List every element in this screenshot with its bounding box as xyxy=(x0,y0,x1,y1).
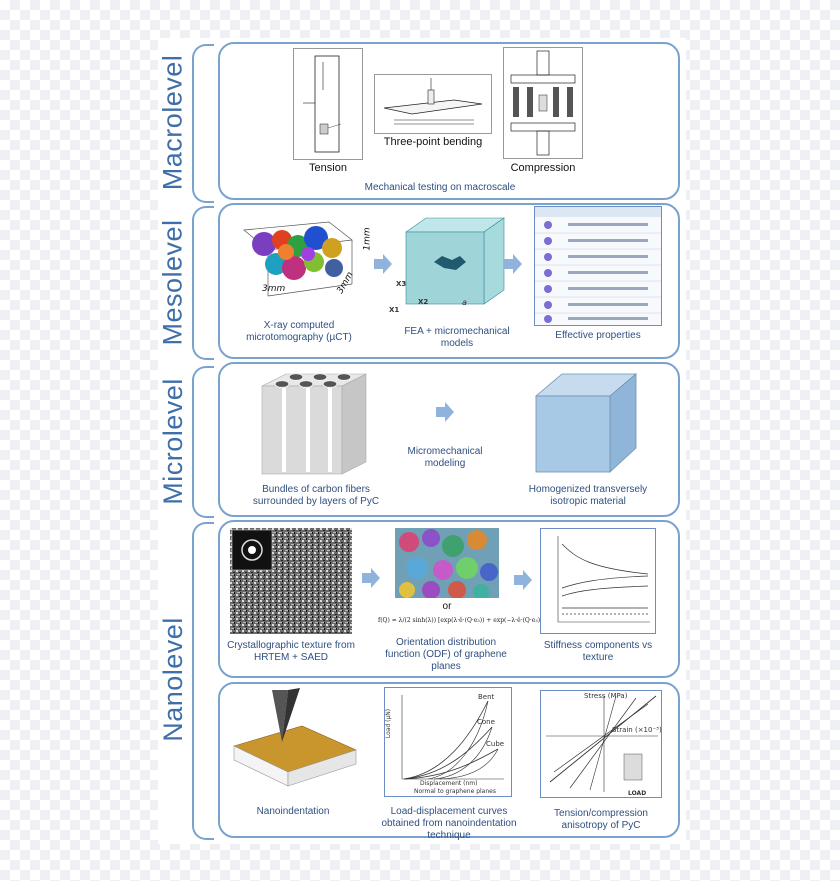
tension-specimen-figure xyxy=(293,48,363,160)
nano-arrow-2 xyxy=(514,570,532,590)
anisotropy-caption: Tension/compression anisotropy of PyC xyxy=(554,808,648,831)
load-label: LOAD xyxy=(628,790,647,797)
nanolevel-bracket xyxy=(192,522,214,840)
compression-fixture-figure xyxy=(503,47,583,159)
fea-mesh-cube-figure xyxy=(405,217,505,305)
compression-label: Compression xyxy=(510,162,576,174)
odf-caption: Orientation distribution function (ODF) … xyxy=(385,637,507,672)
mesolevel-bracket xyxy=(192,206,214,360)
strain-axis-label: Strain (×10⁻³) xyxy=(612,726,662,734)
stiffness-caption: Stiffness components vs texture xyxy=(543,640,653,663)
mesolevel-text: Mesolevel xyxy=(157,218,188,346)
axis-x3: X3 xyxy=(396,280,407,288)
ld-sublabel: Normal to graphene planes xyxy=(414,788,496,795)
dim-3mm-front: 3mm xyxy=(262,284,286,294)
nano-arrow-1 xyxy=(362,568,380,588)
macrolevel-bracket xyxy=(192,44,214,203)
curve-bent-label: Bent xyxy=(478,693,495,701)
meso-arrow-2 xyxy=(504,254,522,274)
tension-compression-anisotropy-chart xyxy=(540,690,662,798)
or-label: or xyxy=(442,601,452,612)
microlevel-text: Microlevel xyxy=(157,377,188,505)
axis-x2: X2 xyxy=(418,298,429,306)
orientation-map-figure xyxy=(395,528,499,598)
curve-cone-label: Cone xyxy=(477,718,495,726)
carbon-fiber-bundles-figure xyxy=(261,372,367,475)
meso-arrow-1 xyxy=(374,254,392,274)
axis-x1: X1 xyxy=(389,306,400,314)
axis-a: a xyxy=(462,298,467,307)
bundles-caption: Bundles of carbon fibers surrounded by l… xyxy=(252,484,380,507)
mesolevel-label: Mesolevel xyxy=(156,204,190,360)
nanolevel-label: Nanolevel xyxy=(156,520,190,838)
ld-ylabel: Load (µN) xyxy=(385,708,393,739)
texture-caption: Crystallographic texture from HRTEM + SA… xyxy=(227,640,355,663)
microlevel-bracket xyxy=(192,366,214,518)
three-point-bending-figure xyxy=(374,74,492,134)
three-point-bending-label: Three-point bending xyxy=(383,136,483,148)
micromechanical-modeling-caption: Micromechanical modeling xyxy=(407,446,483,469)
load-displacement-chart xyxy=(384,687,512,797)
uct-caption: X-ray computed microtomography (µCT) xyxy=(246,320,352,343)
ld-xlabel: Displacement (nm) xyxy=(420,780,478,787)
effective-properties-caption: Effective properties xyxy=(555,330,641,341)
micro-arrow xyxy=(436,402,454,422)
nanolevel-text: Nanolevel xyxy=(157,616,188,742)
stress-axis-label: Stress (MPa) xyxy=(584,692,628,700)
stiffness-vs-texture-chart xyxy=(540,528,656,634)
macrolevel-text: Macrolevel xyxy=(157,54,188,190)
microlevel-label: Microlevel xyxy=(156,364,190,518)
nanoindentation-surface-figure xyxy=(233,688,357,787)
hrtem-image-figure xyxy=(230,528,352,634)
macrolevel-label: Macrolevel xyxy=(156,42,190,202)
homogenized-caption: Homogenized transversely isotropic mater… xyxy=(528,484,648,507)
nanoindentation-caption: Nanoindentation xyxy=(256,806,330,817)
load-displacement-caption: Load-displacement curves obtained from n… xyxy=(381,806,517,841)
macro-caption: Mechanical testing on macroscale xyxy=(364,182,516,193)
tension-label: Tension xyxy=(309,162,347,174)
dim-1mm: 1mm xyxy=(362,227,373,251)
fea-caption: FEA + micromechanical models xyxy=(404,326,510,349)
curve-cube-label: Cube xyxy=(486,740,505,748)
odf-formula: f(Q) = λ/(2 sinh(λ)) [exp(λ·ê·(Q·e₃)) + … xyxy=(378,617,545,624)
homogenized-cube-figure xyxy=(534,373,638,473)
uct-volume-figure xyxy=(243,221,353,297)
effective-properties-table-figure xyxy=(534,206,662,326)
